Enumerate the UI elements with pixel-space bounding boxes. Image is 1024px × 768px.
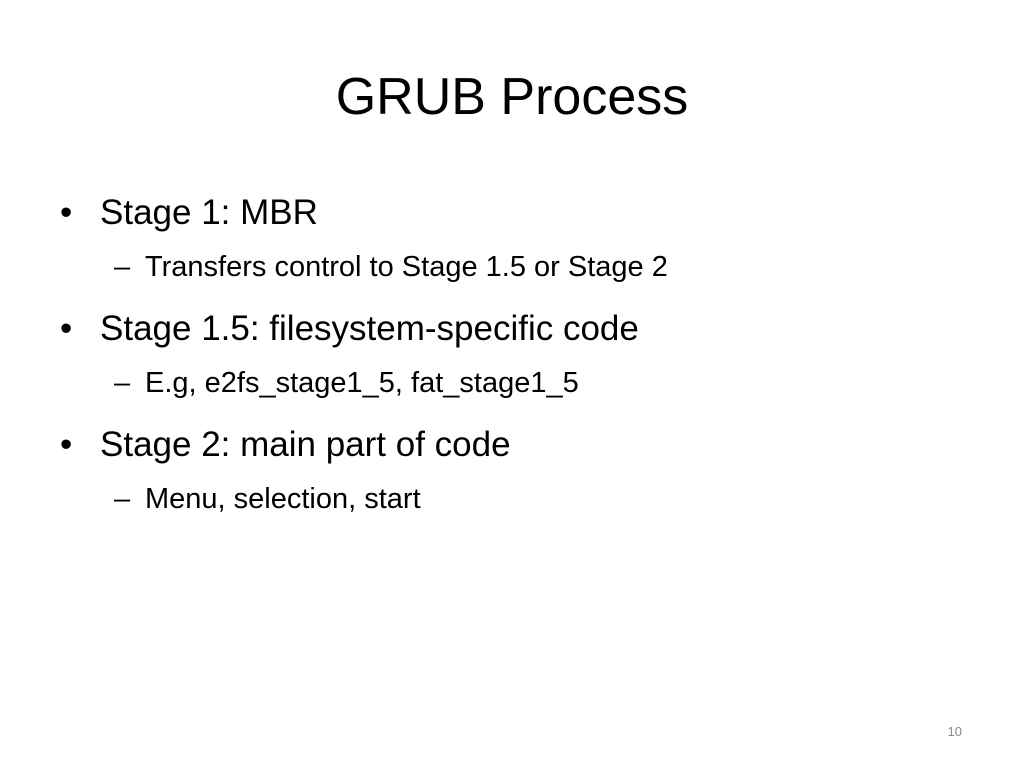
bullet-marker: • bbox=[60, 425, 73, 464]
sub-bullet-text: E.g, e2fs_stage1_5, fat_stage1_5 bbox=[145, 367, 579, 399]
sub-bullet-text: Transfers control to Stage 1.5 or Stage … bbox=[145, 251, 668, 283]
sub-bullet-marker: – bbox=[114, 367, 131, 399]
sub-bullet-marker: – bbox=[114, 251, 131, 283]
page-number: 10 bbox=[947, 724, 962, 739]
bullet-marker: • bbox=[60, 309, 73, 348]
bullet-text: Stage 2: main part of code bbox=[100, 425, 511, 464]
bullet-item: • Stage 1.5: filesystem-specific code bbox=[60, 304, 960, 354]
bullet-marker: • bbox=[60, 193, 73, 232]
sub-bullet-item: – Menu, selection, start bbox=[60, 478, 960, 520]
bullet-list: • Stage 1: MBR – Transfers control to St… bbox=[60, 188, 960, 536]
bullet-item: • Stage 1: MBR bbox=[60, 188, 960, 238]
bullet-item: • Stage 2: main part of code bbox=[60, 420, 960, 470]
bullet-text: Stage 1.5: filesystem-specific code bbox=[100, 309, 639, 348]
sub-bullet-item: – Transfers control to Stage 1.5 or Stag… bbox=[60, 246, 960, 288]
bullet-text: Stage 1: MBR bbox=[100, 193, 318, 232]
sub-bullet-text: Menu, selection, start bbox=[145, 483, 421, 515]
sub-bullet-item: – E.g, e2fs_stage1_5, fat_stage1_5 bbox=[60, 362, 960, 404]
slide-title: GRUB Process bbox=[335, 68, 689, 126]
sub-bullet-marker: – bbox=[114, 483, 131, 515]
